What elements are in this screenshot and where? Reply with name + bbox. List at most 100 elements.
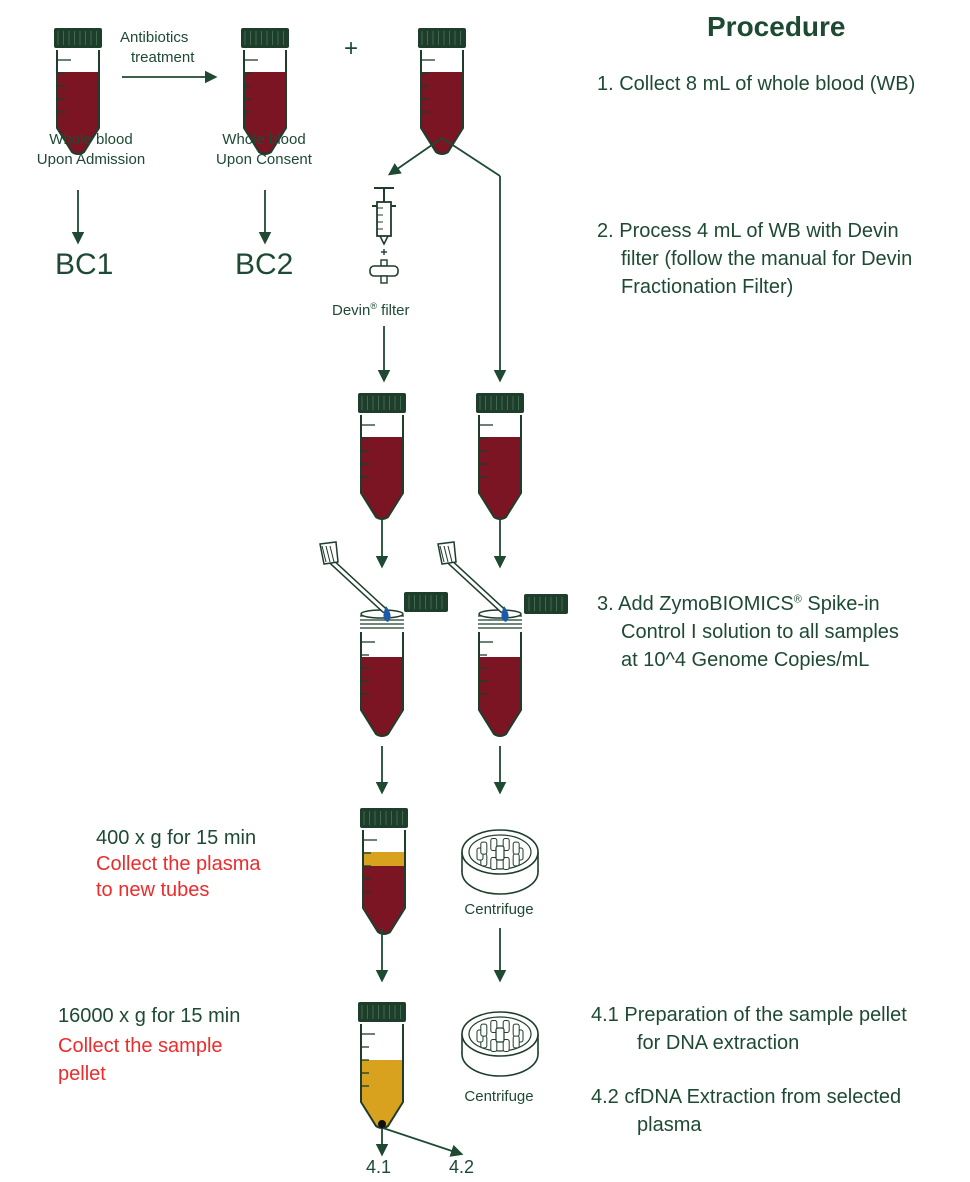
tube-cap xyxy=(241,28,289,48)
devin-filter-text-part1: Devin xyxy=(332,302,371,319)
plus-sign: + xyxy=(344,35,359,62)
rotor-tube-slot xyxy=(512,1035,520,1049)
tube-outline xyxy=(420,50,464,155)
tube-unfiltered-blood xyxy=(476,393,524,520)
step-3-text-line1: 3. Add ZymoBIOMICS® Spike-in xyxy=(597,592,880,617)
arrow-to-output-4-2 xyxy=(382,1127,464,1157)
pipette-bulb xyxy=(437,541,457,565)
rotor-inner-ring xyxy=(468,834,532,870)
tube-whole-blood-consent xyxy=(241,28,289,155)
step-2-text-line2: filter (follow the manual for Devin xyxy=(621,248,913,270)
tube-cap xyxy=(54,28,102,48)
tube-outline xyxy=(362,830,406,935)
syringe-tip xyxy=(379,235,389,246)
tube-2-label-line1: Whole blood xyxy=(222,131,306,148)
step-2-text-line1: 2. Process 4 mL of WB with Devin xyxy=(597,220,899,242)
filter-inlet xyxy=(380,259,388,267)
rotor-spindle xyxy=(495,845,505,861)
syringe-barrel xyxy=(376,201,392,237)
tube-outline xyxy=(360,415,404,520)
rotor-tube-slot xyxy=(490,1039,498,1053)
blood-layer xyxy=(480,437,520,519)
step-3-text-part2: Spike-in xyxy=(801,593,880,615)
pipette-rib xyxy=(329,545,335,563)
registered-mark: ® xyxy=(793,593,802,606)
loose-cap-2 xyxy=(524,594,568,614)
step-3-text-line2: Control I solution to all samples xyxy=(621,621,899,643)
spin-1-note-line1: Collect the plasma xyxy=(96,853,261,875)
tube-1-label-line1: Whole blood xyxy=(49,131,133,148)
pipette-barrel-inner xyxy=(448,560,504,612)
arrow-to-filter xyxy=(387,137,443,176)
tube-plasma-separated xyxy=(360,808,408,935)
tube-cap xyxy=(358,393,406,413)
tube-whole-blood-extra xyxy=(418,28,466,155)
equipment-group xyxy=(319,187,568,1077)
tube-outline xyxy=(478,632,522,737)
supernatant-layer xyxy=(362,1060,402,1128)
centrifuge-icon-2 xyxy=(461,1011,539,1077)
blood-layer xyxy=(422,72,462,154)
blood-layer xyxy=(364,866,404,934)
output-4-1-label: 4.1 xyxy=(366,1157,392,1177)
blood-layer xyxy=(362,657,402,736)
rotor-tube-slot xyxy=(512,841,520,855)
step-2-text-line3: Fractionation Filter) xyxy=(621,276,794,298)
tube-1-label-line2: Upon Admission xyxy=(36,151,146,168)
rotor-tube-slot xyxy=(512,853,520,867)
procedure-heading: Procedure xyxy=(707,11,846,42)
spin-2-note-line1: Collect the sample xyxy=(58,1035,223,1057)
rotor-tube-slot xyxy=(490,857,498,871)
plasma-layer xyxy=(364,852,404,866)
loose-cap-1 xyxy=(404,592,448,612)
rotor-tube-slot xyxy=(502,857,510,871)
tube-outline xyxy=(360,632,404,737)
step-1-text: 1. Collect 8 mL of whole blood (WB) xyxy=(597,73,916,95)
pipette-barrel-inner xyxy=(330,560,386,612)
filter-disc xyxy=(369,265,399,277)
centrifuge-icon-1 xyxy=(461,829,539,895)
devin-registered-mark: ® xyxy=(370,301,377,311)
tube-cap xyxy=(418,28,466,48)
tube-cap xyxy=(476,393,524,413)
blood-layer xyxy=(480,657,520,736)
droplet-icon xyxy=(383,606,391,622)
step-4-1-text-line2: for DNA extraction xyxy=(637,1032,800,1054)
spin-2-note-line2: pellet xyxy=(58,1063,106,1085)
rotor-spindle xyxy=(495,1027,505,1043)
blood-layer xyxy=(58,72,98,154)
blood-layer xyxy=(245,72,285,154)
step-4-2-text-line2: plasma xyxy=(637,1114,702,1136)
rotor-tube-slot xyxy=(490,1019,498,1033)
droplet-icon xyxy=(501,606,509,622)
pipette-rib xyxy=(321,545,327,563)
tube-cap xyxy=(358,1002,406,1022)
branch-line-right xyxy=(441,137,501,177)
antibiotics-label-line1: Antibiotics xyxy=(120,29,189,46)
spin-2-text: 16000 x g for 15 min xyxy=(58,1005,241,1027)
step-3-text-part1: 3. Add ZymoBIOMICS xyxy=(597,593,794,615)
pellet-dot xyxy=(378,1120,386,1128)
tube-outline xyxy=(243,50,287,155)
rotor-tube-slot xyxy=(480,841,488,855)
bc2-label: BC2 xyxy=(235,248,294,281)
tube-pellet xyxy=(358,1002,406,1129)
pipette-rib xyxy=(447,545,453,563)
tube-outline xyxy=(56,50,100,155)
pipette-icon-2 xyxy=(437,541,509,622)
devin-filter-text-part2: filter xyxy=(377,302,410,319)
step-3-text-line3: at 10^4 Genome Copies/mL xyxy=(621,649,870,671)
rotor-tube-slot xyxy=(490,837,498,851)
rotor-tube-slot xyxy=(480,1023,488,1037)
centrifuge-label-2: Centrifuge xyxy=(464,1088,534,1105)
spin-1-text: 400 x g for 15 min xyxy=(96,827,257,849)
step-4-2-text-line1: 4.2 cfDNA Extraction from selected xyxy=(591,1086,902,1108)
centrifuge-label-1: Centrifuge xyxy=(464,901,534,918)
tube-2-label-line2: Upon Consent xyxy=(216,151,312,168)
tube-group xyxy=(54,28,524,1129)
pipette-bulb xyxy=(319,541,339,565)
pipette-icon-1 xyxy=(319,541,391,622)
rotor-tube-slot xyxy=(512,1023,520,1037)
pipette-rib xyxy=(443,545,449,563)
